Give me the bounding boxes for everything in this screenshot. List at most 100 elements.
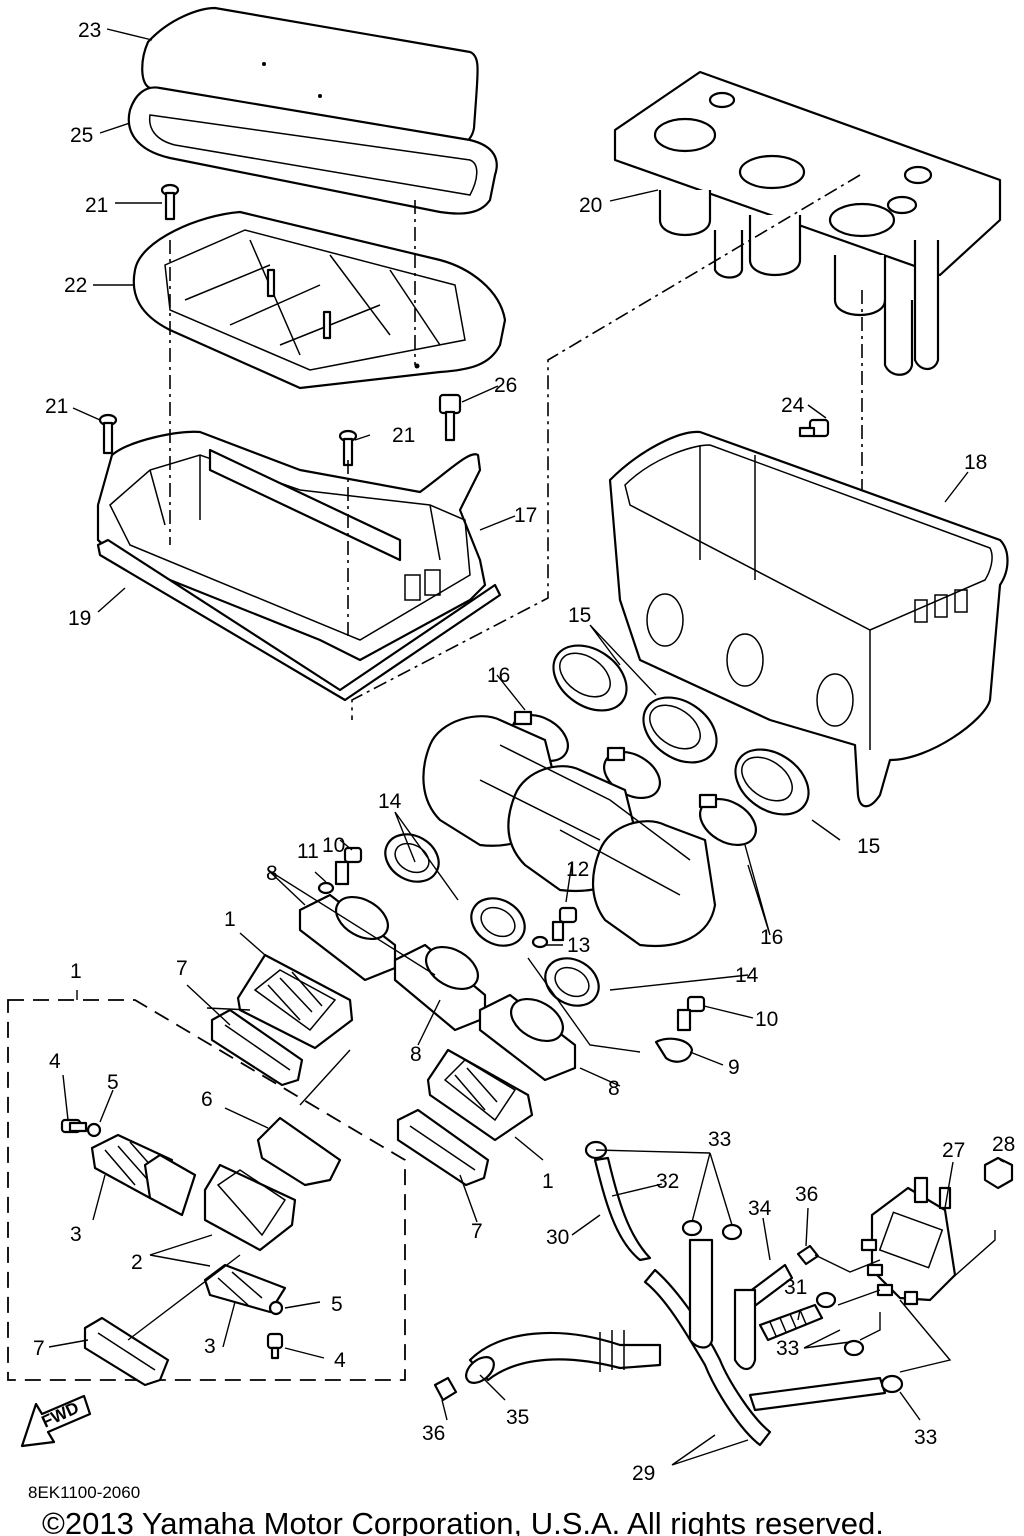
- screw-24: [798, 418, 830, 438]
- callout-3: 3: [204, 1335, 216, 1358]
- joint-15-a: [552, 644, 628, 712]
- copyright-notice: ©2013 Yamaha Motor Corporation, U.S.A. A…: [42, 1506, 884, 1536]
- callout-29: 29: [632, 1462, 655, 1485]
- joint-15-c: [734, 748, 810, 816]
- washer-13: [531, 935, 549, 949]
- callout-33: 33: [776, 1337, 799, 1360]
- callout-32: 32: [656, 1170, 679, 1193]
- manifold-8-a: [298, 893, 397, 982]
- dash-guide-housing: [169, 200, 416, 640]
- screw-21-mid: [338, 429, 358, 467]
- airbox-18: [608, 430, 1009, 808]
- callout-2: 2: [131, 1251, 143, 1274]
- callout-35: 35: [506, 1406, 529, 1429]
- callout-4: 4: [334, 1349, 346, 1372]
- callout-31: 31: [784, 1276, 807, 1299]
- callout-20: 20: [579, 194, 602, 217]
- callout-1: 1: [542, 1170, 554, 1193]
- screw-4-upper: [60, 1118, 88, 1134]
- holder-6: [256, 1116, 342, 1187]
- clamp-14-b: [470, 897, 526, 947]
- gasket-7-upper: [210, 1008, 304, 1087]
- silencer-plate-20: [613, 70, 1002, 376]
- callout-21: 21: [85, 194, 108, 217]
- manifold-8-c: [478, 993, 577, 1082]
- callout-7: 7: [33, 1337, 45, 1360]
- reed-petal-3-lower: [203, 1263, 287, 1314]
- callout-24: 24: [781, 394, 805, 417]
- screw-21-left: [98, 413, 118, 455]
- filter-31: [758, 1303, 824, 1342]
- callout-10: 10: [322, 834, 345, 857]
- callout-8: 8: [410, 1043, 422, 1066]
- callout-26: 26: [494, 374, 517, 397]
- nut-28: [983, 1156, 1014, 1190]
- washer-5-lower: [268, 1300, 284, 1316]
- manifold-8-b: [393, 943, 487, 1032]
- callout-5: 5: [331, 1293, 343, 1316]
- drawing-code: 8EK1100-2060: [28, 1483, 140, 1502]
- callout-9: 9: [728, 1056, 740, 1079]
- callout-33: 33: [914, 1426, 937, 1449]
- stopper-plate: [143, 1153, 197, 1217]
- hose-30-32: [593, 1156, 652, 1262]
- callout-8: 8: [608, 1077, 620, 1100]
- callout-21: 21: [392, 424, 415, 447]
- clamp-14-a: [384, 833, 440, 883]
- callout-19: 19: [68, 607, 91, 630]
- callout-12: 12: [566, 858, 589, 881]
- callout-7: 7: [176, 957, 188, 980]
- gasket-7-lower-left: [83, 1316, 170, 1387]
- callout-36: 36: [422, 1422, 445, 1445]
- tube-35: [465, 1330, 662, 1384]
- clip-33-small: [681, 1219, 703, 1237]
- callout-25: 25: [70, 124, 93, 147]
- callout-36: 36: [795, 1183, 818, 1206]
- callout-34: 34: [748, 1197, 772, 1220]
- reed-body-2: [203, 1163, 297, 1252]
- hose-29: [643, 1238, 887, 1447]
- callout-8: 8: [266, 862, 278, 885]
- screw-4-lower: [266, 1332, 284, 1360]
- callout-27: 27: [942, 1139, 965, 1162]
- frame-22: [132, 210, 507, 390]
- callout-4: 4: [49, 1050, 61, 1073]
- fwd-arrow-icon: FWD: [20, 1394, 92, 1448]
- housing-17: [96, 430, 487, 662]
- reed-valve-1-lower: [426, 1048, 534, 1142]
- carburetor-assembly: [422, 715, 717, 947]
- callout-14: 14: [735, 964, 759, 987]
- callout-30: 30: [546, 1226, 569, 1249]
- tie-line-9: [527, 957, 641, 1053]
- clip-33-bottom: [880, 1374, 904, 1394]
- callout-5: 5: [107, 1071, 119, 1094]
- dash-leader-reeds: [127, 1049, 351, 1341]
- callout-22: 22: [64, 274, 87, 297]
- joint-15-b: [642, 696, 718, 764]
- callout-11: 11: [297, 840, 319, 863]
- reed-detail-boundary: [7, 999, 406, 1381]
- callout-1: 1: [224, 908, 236, 931]
- bolt-10-upper: [334, 846, 363, 886]
- clip-33-right-b: [843, 1339, 865, 1357]
- bolt-10-lower: [676, 995, 706, 1032]
- callout-17: 17: [514, 504, 537, 527]
- callout-6: 6: [201, 1088, 213, 1111]
- cover-23: [141, 6, 479, 152]
- bolt-26: [438, 393, 462, 442]
- callout-15: 15: [568, 604, 591, 627]
- callout-33: 33: [708, 1128, 731, 1151]
- fuel-tie-lines: [814, 1230, 996, 1373]
- washer-5-upper: [86, 1122, 102, 1138]
- callout-23: 23: [78, 19, 101, 42]
- clamp-14-c: [544, 957, 600, 1007]
- callout-28: 28: [992, 1133, 1015, 1156]
- gasket-19: [96, 538, 502, 702]
- clip-9: [654, 1037, 694, 1063]
- callout-1: 1: [70, 960, 82, 983]
- gasket-7-lower-right: [396, 1108, 490, 1187]
- callout-14: 14: [378, 790, 402, 813]
- leader-lines: [48, 28, 1005, 1466]
- callout-21: 21: [45, 395, 68, 418]
